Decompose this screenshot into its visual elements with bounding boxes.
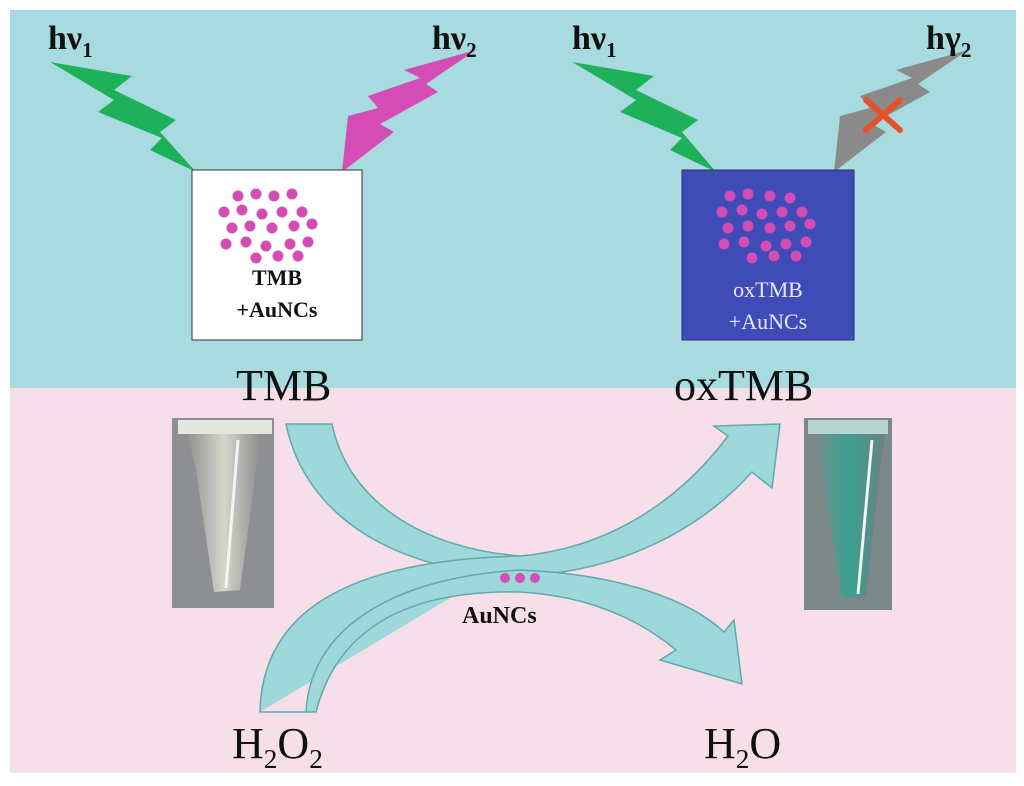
oxidant-label: H2O2 — [232, 722, 323, 773]
right-excitation-symbol: hν — [572, 20, 607, 57]
left-emission-bolt — [342, 50, 476, 172]
right-emission-symbol: hγ — [926, 20, 961, 57]
nanocluster-dot — [306, 218, 318, 230]
left-nanocluster-dots — [218, 188, 318, 264]
left-excitation-subscript: 1 — [82, 37, 93, 62]
left-emission-subscript: 2 — [466, 37, 477, 62]
nanocluster-dot — [790, 250, 802, 262]
substrate-label: TMB — [236, 361, 332, 410]
oxidant-h: H — [232, 719, 264, 768]
nanocluster-dot — [756, 208, 768, 220]
nanocluster-dot — [742, 220, 754, 232]
nanocluster-dot — [768, 250, 780, 262]
right-nanocluster-dots — [716, 188, 816, 264]
nanocluster-dot — [724, 190, 736, 202]
right-excitation-label: hν1 — [572, 22, 617, 61]
oxidant-o: O — [277, 719, 310, 768]
nanocluster-dot — [266, 222, 278, 234]
nanocluster-dot — [776, 206, 788, 218]
nanocluster-dot — [276, 206, 288, 218]
nanocluster-dot — [796, 206, 808, 218]
left-box-line-2: +AuNCs — [236, 296, 318, 322]
nanocluster-dot — [272, 250, 284, 262]
cross-icon — [863, 97, 903, 133]
water-label: H2O — [704, 722, 781, 773]
left-box-line-1: TMB — [251, 265, 303, 290]
left-excitation-bolt — [50, 62, 196, 172]
nanocluster-dot — [244, 220, 256, 232]
right-excitation-subscript: 1 — [606, 37, 617, 62]
nanocluster-dot — [256, 208, 268, 220]
nanocluster-dot — [716, 206, 728, 218]
nanocluster-dot — [746, 252, 758, 264]
nanocluster-dot — [250, 252, 262, 264]
nanocluster-dot — [302, 236, 314, 248]
nanocluster-dot — [232, 190, 244, 202]
nanocluster-dot — [760, 240, 772, 252]
nanocluster-dot — [738, 236, 750, 248]
nanocluster-dot — [800, 236, 812, 248]
nanocluster-dot — [764, 190, 776, 202]
nanocluster-dot — [718, 238, 730, 250]
nanocluster-dot — [742, 188, 754, 200]
nanocluster-dot — [226, 222, 238, 234]
right-emission-label: hγ2 — [926, 22, 971, 61]
left-emission-label: hν2 — [432, 22, 477, 61]
nanocluster-dot — [284, 238, 296, 250]
oxidant-sub-2: 2 — [309, 743, 323, 774]
left-excitation-symbol: hν — [48, 20, 83, 57]
oxidant-sub-1: 2 — [263, 743, 278, 774]
h2o2-to-h2o-arrow[interactable] — [259, 555, 743, 713]
catalyst-dots — [500, 573, 540, 583]
right-box-caption: oxTMB +AuNCs — [682, 274, 854, 338]
water-h: H — [704, 719, 736, 768]
nanocluster-dot — [784, 220, 796, 232]
top-band — [10, 10, 1016, 388]
left-excitation-label: hν1 — [48, 22, 93, 61]
left-emission-symbol: hν — [432, 20, 467, 57]
nanocluster-dot — [764, 222, 776, 234]
water-sub-1: 2 — [735, 743, 750, 774]
nanocluster-dot — [292, 250, 304, 262]
nanocluster-dot — [804, 218, 816, 230]
right-box-line-2: +AuNCs — [728, 308, 808, 334]
water-o: O — [749, 719, 782, 768]
nanocluster-dot — [784, 192, 796, 204]
nanocluster-dot — [736, 204, 748, 216]
blue-green-tube-photo — [804, 418, 892, 610]
nanocluster-dot — [288, 220, 300, 232]
nanocluster-dot — [260, 240, 272, 252]
left-box-caption: TMB +AuNCs — [192, 262, 362, 326]
right-emission-subscript: 2 — [960, 37, 972, 62]
catalyst-label: AuNCs — [462, 603, 537, 629]
nanocluster-dot — [296, 206, 308, 218]
nanocluster-dot — [780, 238, 792, 250]
nanocluster-dot — [286, 188, 298, 200]
colorless-tube-photo — [172, 418, 274, 608]
product-label: oxTMB — [674, 361, 814, 410]
nanocluster-dot — [236, 204, 248, 216]
right-box-line-1: oxTMB — [733, 277, 803, 302]
tmb-to-oxtmb-arrow[interactable] — [285, 423, 781, 577]
nanocluster-dot — [218, 206, 230, 218]
nanocluster-dot — [220, 238, 232, 250]
nanocluster-dot — [722, 222, 734, 234]
right-excitation-bolt — [572, 62, 716, 172]
right-emission-bolt — [834, 50, 968, 172]
nanocluster-dot — [240, 236, 252, 248]
nanocluster-dot — [268, 190, 280, 202]
nanocluster-dot — [250, 188, 262, 200]
